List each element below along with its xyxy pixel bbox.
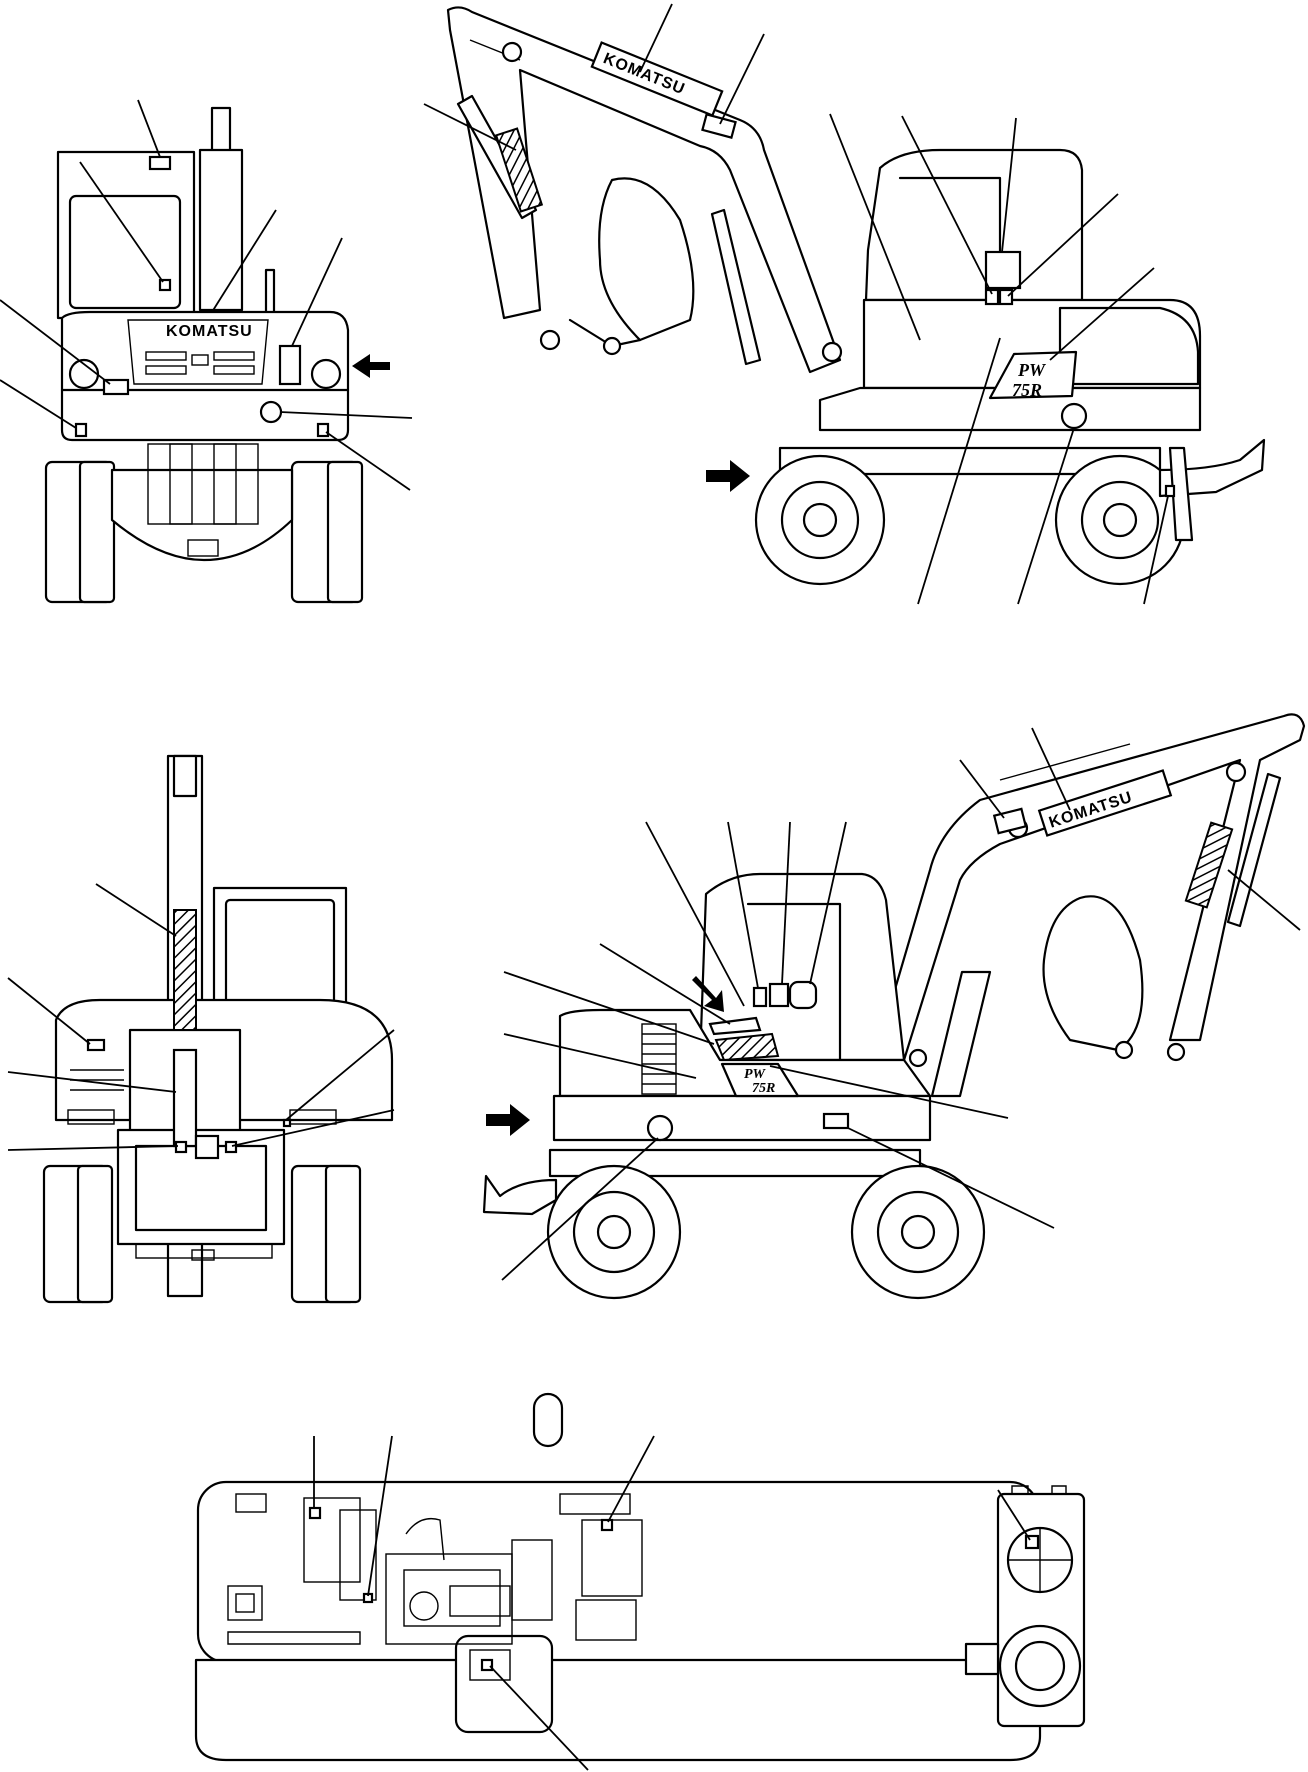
side2-model-line2: 75R [752, 1081, 775, 1096]
front-logo: KOMATSU [166, 323, 253, 340]
side-model-line2: 75R [1012, 380, 1042, 400]
left-side-view: PW 75R KOMATSU [482, 713, 1306, 1300]
view-direction-arrow-icon-2 [706, 460, 750, 492]
side-model-line1: PW [1017, 360, 1047, 380]
view-direction-arrow-icon-3 [486, 1104, 530, 1136]
detail-component-view [964, 1485, 1086, 1728]
front-view: KOMATSU [0, 99, 413, 604]
right-side-view: PW 75R KOMATSU [423, 3, 1266, 605]
pointing-arrow-icon [692, 976, 724, 1012]
side2-model-line1: PW [744, 1067, 767, 1082]
engine-compartment-view [194, 1392, 1042, 1771]
rear-view [7, 754, 395, 1304]
view-direction-arrow-icon [352, 354, 390, 378]
